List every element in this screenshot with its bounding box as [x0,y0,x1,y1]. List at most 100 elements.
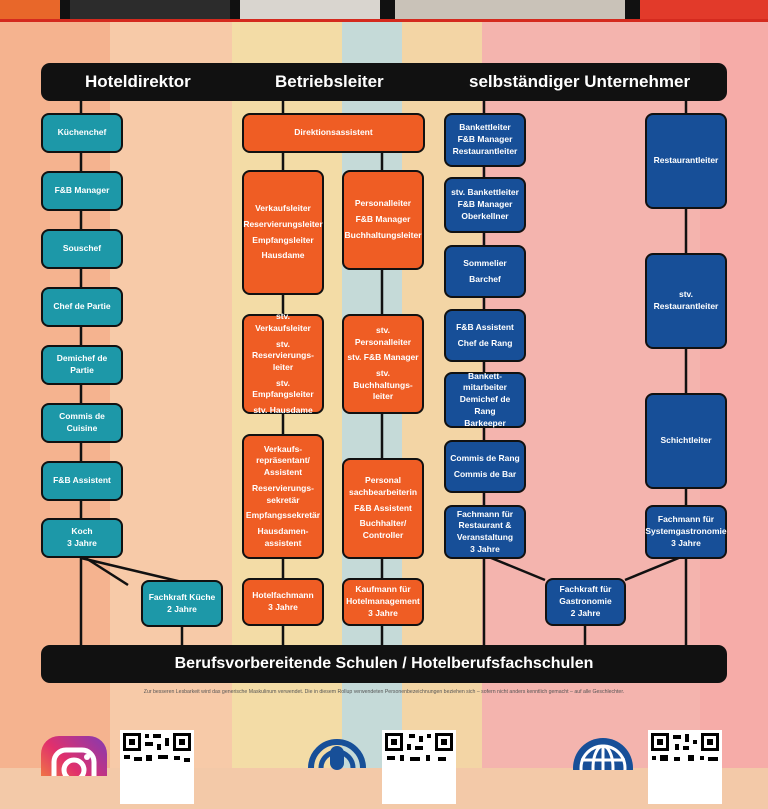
career-box-koch: Koch 3 Jahre [41,518,123,558]
career-box-fb-assistent-blue: F&B Assistent Chef de Rang [444,309,526,362]
career-box-fb-manager: F&B Manager [41,171,123,211]
career-box-label: Restaurantleiter [653,155,719,166]
career-box-label: Empfangssekretär [245,510,321,521]
instagram-icon[interactable] [41,736,107,802]
career-box-label: Demichef de Rang [459,394,511,416]
banner-label-hoteldirektor: Hoteldirektor [85,72,191,91]
career-box-duration: 3 Jahre [368,607,398,618]
career-box-label: F&B Manager [457,134,513,145]
career-box-souschef: Souschef [41,229,123,269]
career-box-fb-assistent: F&B Assistent [41,461,123,501]
career-box-label: stv. Buchhaltungs-leiter [353,368,413,402]
career-box-label: Kaufmann für Hotelmanagement [346,584,420,607]
career-box-label: Hausdame [261,250,305,261]
career-box-duration: 2 Jahre [570,607,601,618]
career-box-hotelfachmann: Hotelfachmann 3 Jahre [242,578,324,626]
career-box-label: F&B Assistent [53,475,111,486]
photo-strip-border [0,19,768,22]
career-box-label: Verkaufs-repräsentant/ Assistent [256,443,310,478]
career-box-label: Koch [71,526,93,537]
career-box-verkaufsrepraesentant-group: Verkaufs-repräsentant/ Assistent Reservi… [242,434,324,559]
career-box-label: Barchef [469,273,501,284]
banner-label-betriebsleiter: Betriebsleiter [275,72,384,91]
photo-segment [0,0,60,22]
career-box-label: stv. F&B Manager [347,352,419,363]
photo-segment [240,0,380,22]
career-box-commis-de-rang-group: Commis de Rang Commis de Bar [444,440,526,493]
career-box-duration: 3 Jahre [671,537,701,548]
career-box-fachkraft-kueche: Fachkraft Küche 2 Jahre [141,580,223,627]
career-box-label: stv. Reservierungs-leiter [252,338,314,372]
career-box-label: Fachkraft Küche [148,591,216,602]
career-box-label: stv. Personalleiter [354,324,412,347]
career-box-personalsachbearbeiterin-group: Personal sachbearbeiterin F&B Assistent … [342,458,424,559]
career-box-kuechenchef: Küchenchef [41,113,123,153]
career-box-label: Buchhalter/ Controller [359,518,407,541]
career-box-duration: 2 Jahre [167,603,197,614]
career-box-fachmann-restaurant: Fachmann für Restaurant & Veranstaltung … [444,505,526,559]
career-box-bankettleiter-group: Bankettleiter F&B Manager Restaurantleit… [444,113,526,167]
career-box-label: Schichtleiter [660,435,712,446]
career-box-label: Demichef de Partie [56,353,108,375]
career-box-label: Personalleiter [354,198,412,209]
career-box-label: Chef de Rang [457,337,513,348]
career-box-chef-de-partie: Chef de Partie [41,287,123,327]
career-box-schichtleiter: Schichtleiter [645,393,727,489]
career-box-stv-verkaufsleiter-group: stv. Verkaufsleiter stv. Reservierungs-l… [242,311,324,416]
career-box-sommelier-group: Sommelier Barchef [444,245,526,298]
career-box-label: Reservierungs-sekretär [252,482,314,505]
career-box-label: Barkeeper [464,417,506,428]
career-box-demichef-de-partie: Demichef de Partie [41,345,123,385]
career-box-restaurantleiter: Restaurantleiter [645,113,727,209]
career-box-label: Oberkellner [461,210,509,221]
career-box-duration: 3 Jahre [268,602,298,612]
career-box-label: Commis de Rang [450,452,520,463]
photo-segment [395,0,625,22]
career-box-label: Souschef [62,243,102,254]
disclaimer-text: Zur besseren Lesbarkeit wird das generis… [143,689,625,695]
career-box-label: Verkaufsleiter [255,203,311,214]
career-goals-banner: Hoteldirektor Betriebsleiter selbständig… [41,63,727,101]
career-box-label: Hotelfachmann [252,590,314,601]
podcast-icon[interactable] [305,738,369,770]
career-box-label: F&B Assistent [456,321,514,332]
career-box-label: Sommelier [463,257,507,268]
header-photo-strip [0,0,768,22]
globe-icon[interactable] [571,736,635,798]
career-box-label: stv. Hausdame [253,405,313,416]
career-box-kaufmann-hotelmanagement: Kaufmann für Hotelmanagement 3 Jahre [342,578,424,626]
career-box-stv-restaurantleiter: stv. Restaurantleiter [645,253,727,349]
career-box-label: Commis de Cuisine [59,411,105,433]
career-box-stv-bankettleiter-group: stv. Bankettleiter F&B Manager Oberkelln… [444,177,526,233]
career-box-label: Direktionsassistent [294,127,373,138]
photo-segment [70,0,230,22]
career-box-label: Buchhaltungsleiter [344,229,422,240]
banner-label-unternehmer: selbständiger Unternehmer [469,72,691,91]
career-box-label: stv. Restaurantleiter [653,289,719,311]
career-box-label: Empfangsleiter [252,234,314,245]
career-box-label: Restaurantleiter [452,145,518,156]
career-box-duration: 3 Jahre [67,538,97,548]
career-box-label: stv. Verkaufsleiter [255,311,311,333]
photo-segment [640,0,768,22]
career-box-label: Personal sachbearbeiterin [348,475,418,497]
career-box-label: Hausdamen-assistent [257,525,309,548]
career-box-duration: 3 Jahre [470,543,500,554]
career-box-verkaufsleiter-group: Verkaufsleiter Reservierungsleiter Empfa… [242,170,324,295]
qr-code-podcast[interactable] [382,730,456,804]
career-box-stv-personalleiter-group: stv. Personalleiter stv. F&B Manager stv… [342,314,424,414]
career-box-direktionsassistent: Direktionsassistent [242,113,425,153]
qr-code-instagram[interactable] [120,730,194,804]
career-box-personalleiter-group: Personalleiter F&B Manager Buchhaltungsl… [342,170,424,270]
career-box-label: F&B Manager [355,214,411,225]
schools-banner: Berufsvorbereitende Schulen / Hotelberuf… [41,645,727,683]
career-box-label: Fachmann für Restaurant & Veranstaltung [456,508,514,542]
career-box-label: stv. Bankettleiter [451,187,519,198]
career-box-label: Reservierungsleiter [243,218,323,229]
career-box-commis-de-cuisine: Commis de Cuisine [41,403,123,443]
career-box-label: Fachkraft für Gastronomie [559,584,612,607]
career-box-bankettmitarbeiter-group: Bankett-mitarbeiter Demichef de Rang Bar… [444,371,526,428]
career-box-label: F&B Manager [54,185,110,196]
qr-code-website[interactable] [648,730,722,804]
career-box-label: F&B Manager [457,199,513,210]
